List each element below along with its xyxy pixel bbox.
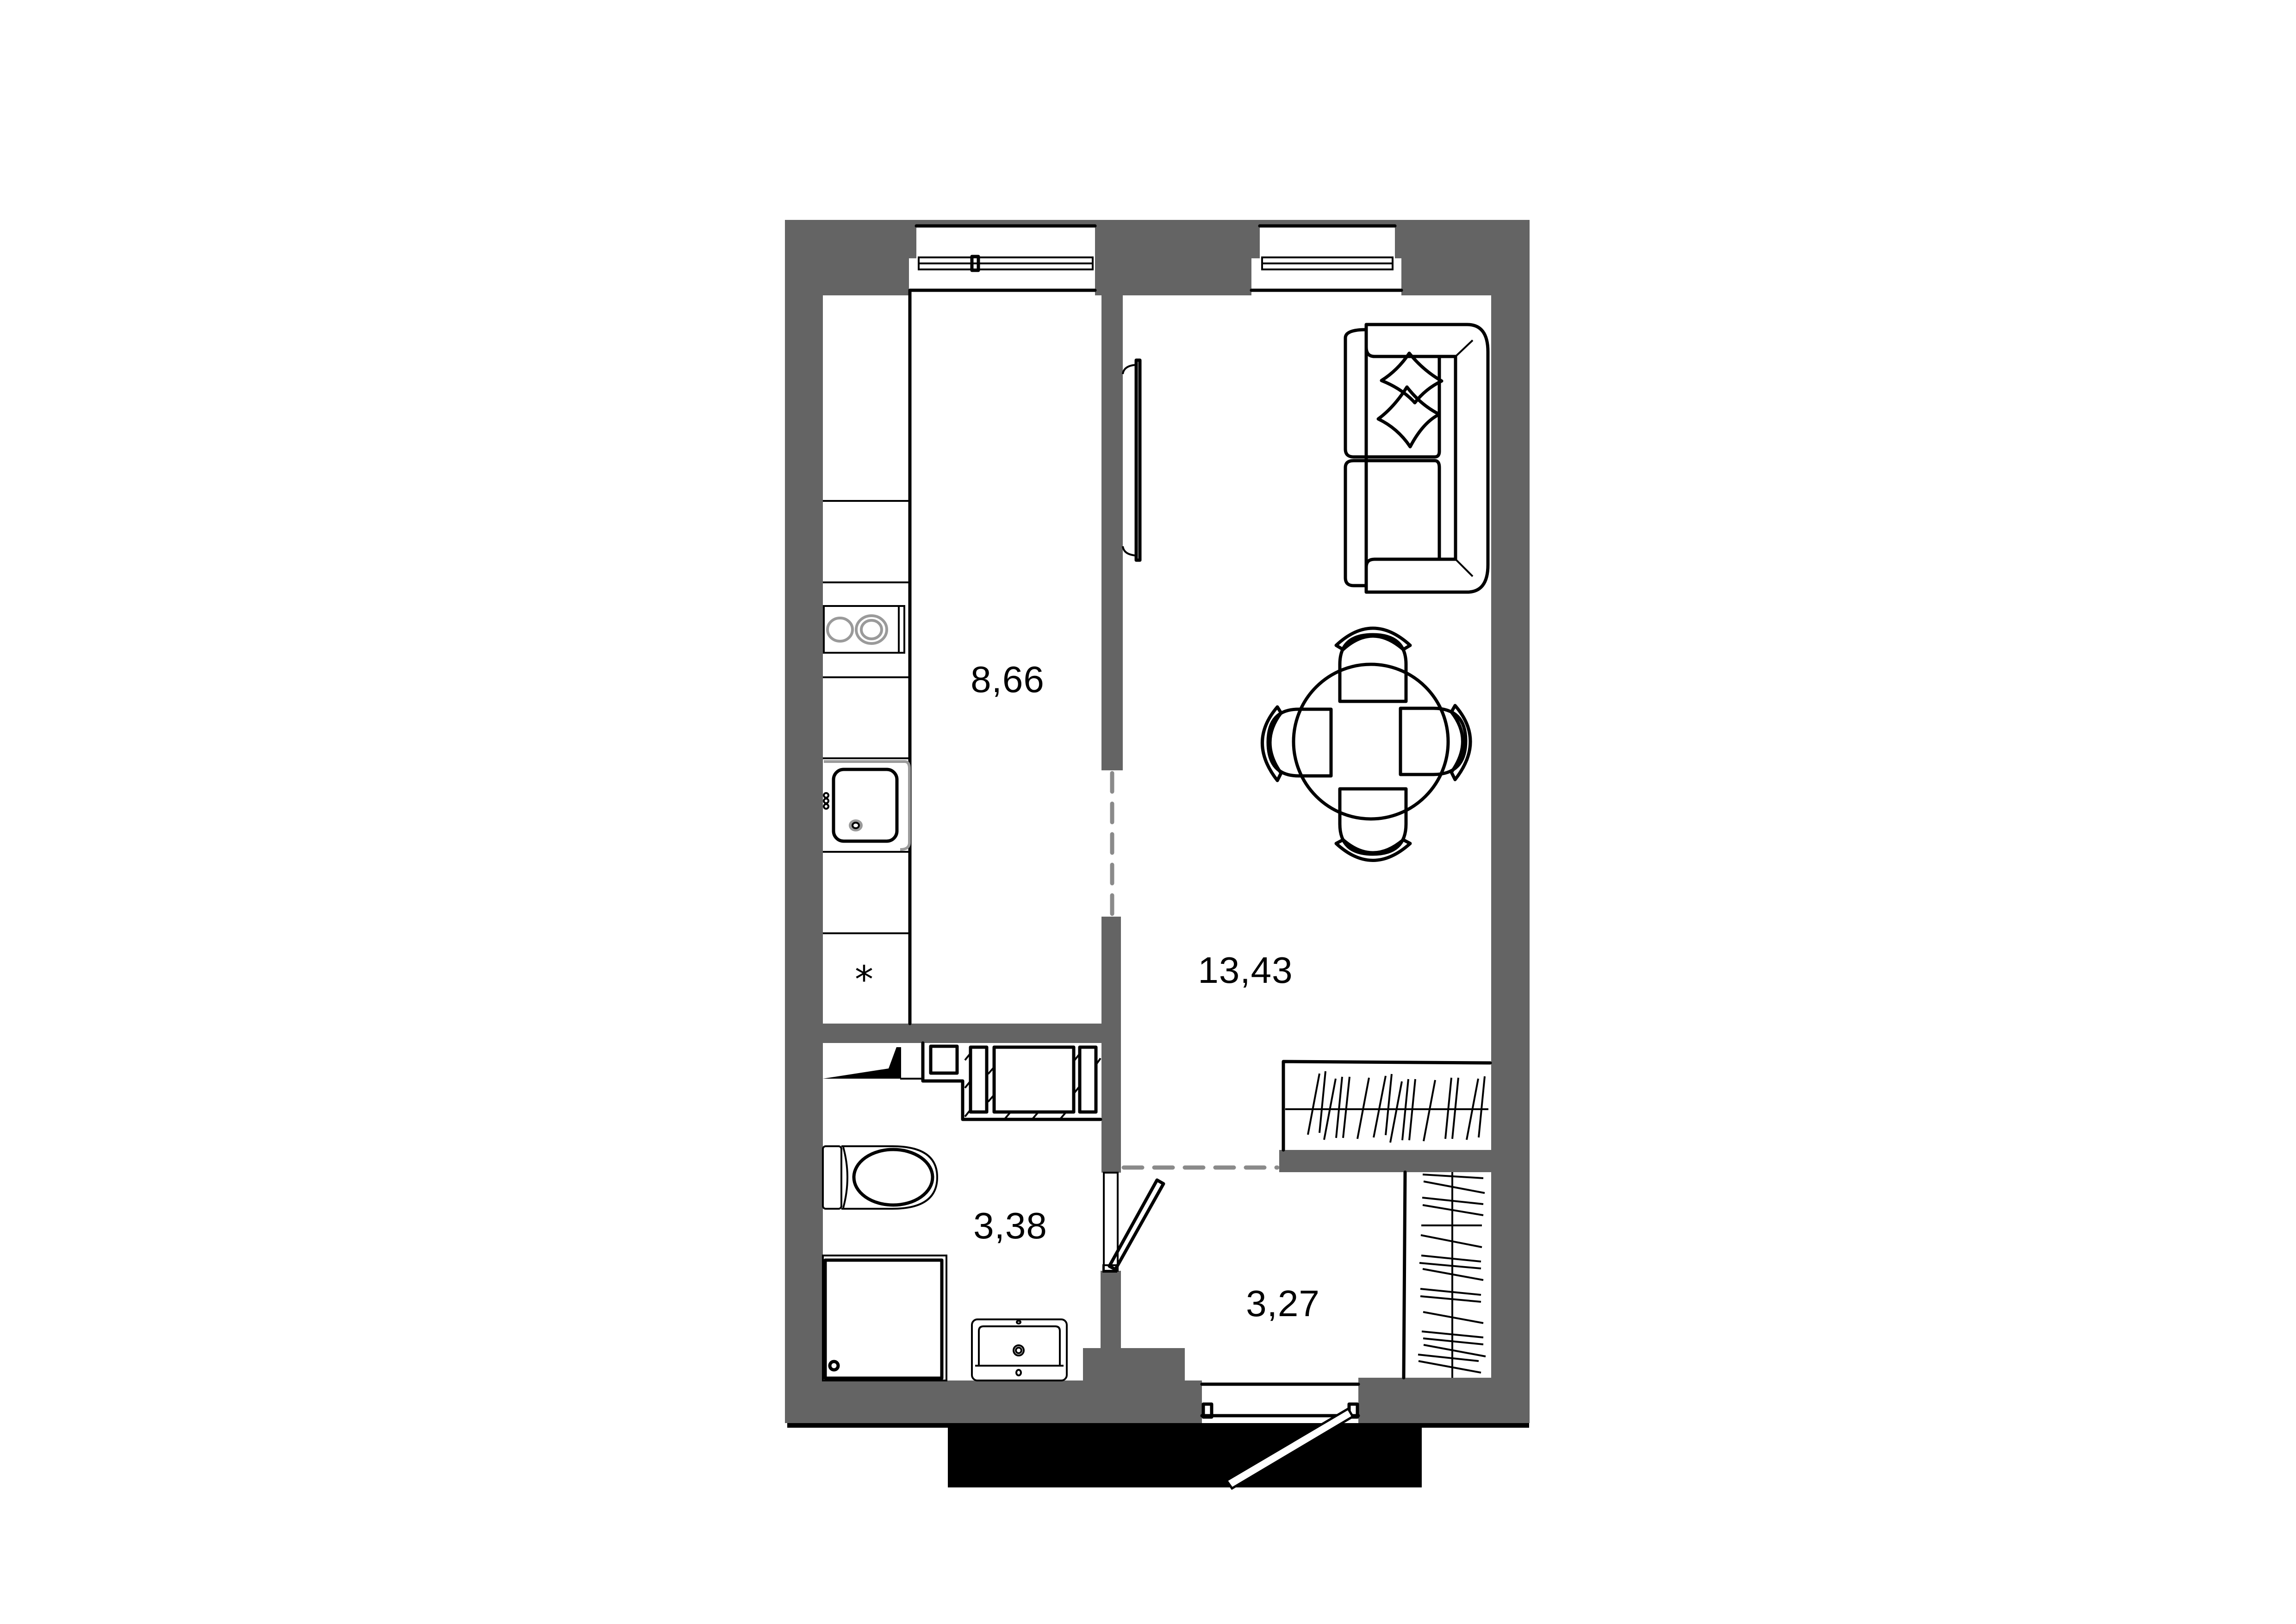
room-area-bathroom: 3,38: [973, 1205, 1047, 1246]
toilet-icon: [822, 1145, 939, 1210]
room-area-living-room: 13,43: [1198, 949, 1293, 991]
window-left: [908, 224, 1097, 1025]
bathroom-door-icon[interactable]: [1102, 1172, 1165, 1273]
window-right: [1250, 224, 1403, 295]
entrance-base: [948, 1423, 1422, 1487]
pillow-icon: [1376, 351, 1444, 449]
shower-tray-icon: [822, 1255, 947, 1381]
bottom-shadow-line: [787, 1423, 1529, 1428]
washbasin-icon: [971, 1318, 1068, 1381]
washing-machine-icon: [964, 1045, 1101, 1120]
kitchen-counter: [823, 500, 911, 934]
room-area-hallway: 3,27: [1246, 1283, 1320, 1324]
dining-table-icon: [1261, 626, 1472, 862]
entrance-door-icon[interactable]: [1200, 1380, 1360, 1490]
utility-shaft-icon: [823, 1041, 1102, 1121]
kitchen-asterisk-marker: *: [855, 958, 873, 1001]
room-area-kitchen: 8,66: [971, 659, 1045, 700]
cooktop-icon: [823, 605, 905, 654]
kitchen-sink-icon: [823, 760, 911, 851]
tv-icon: [1122, 358, 1142, 562]
sofa-icon: [1344, 323, 1490, 594]
hanger-lines: [1307, 1071, 1486, 1143]
wardrobe-icon: [1282, 1060, 1492, 1152]
walls: [785, 220, 1530, 1423]
hallway-closet-icon: [1402, 1170, 1486, 1380]
